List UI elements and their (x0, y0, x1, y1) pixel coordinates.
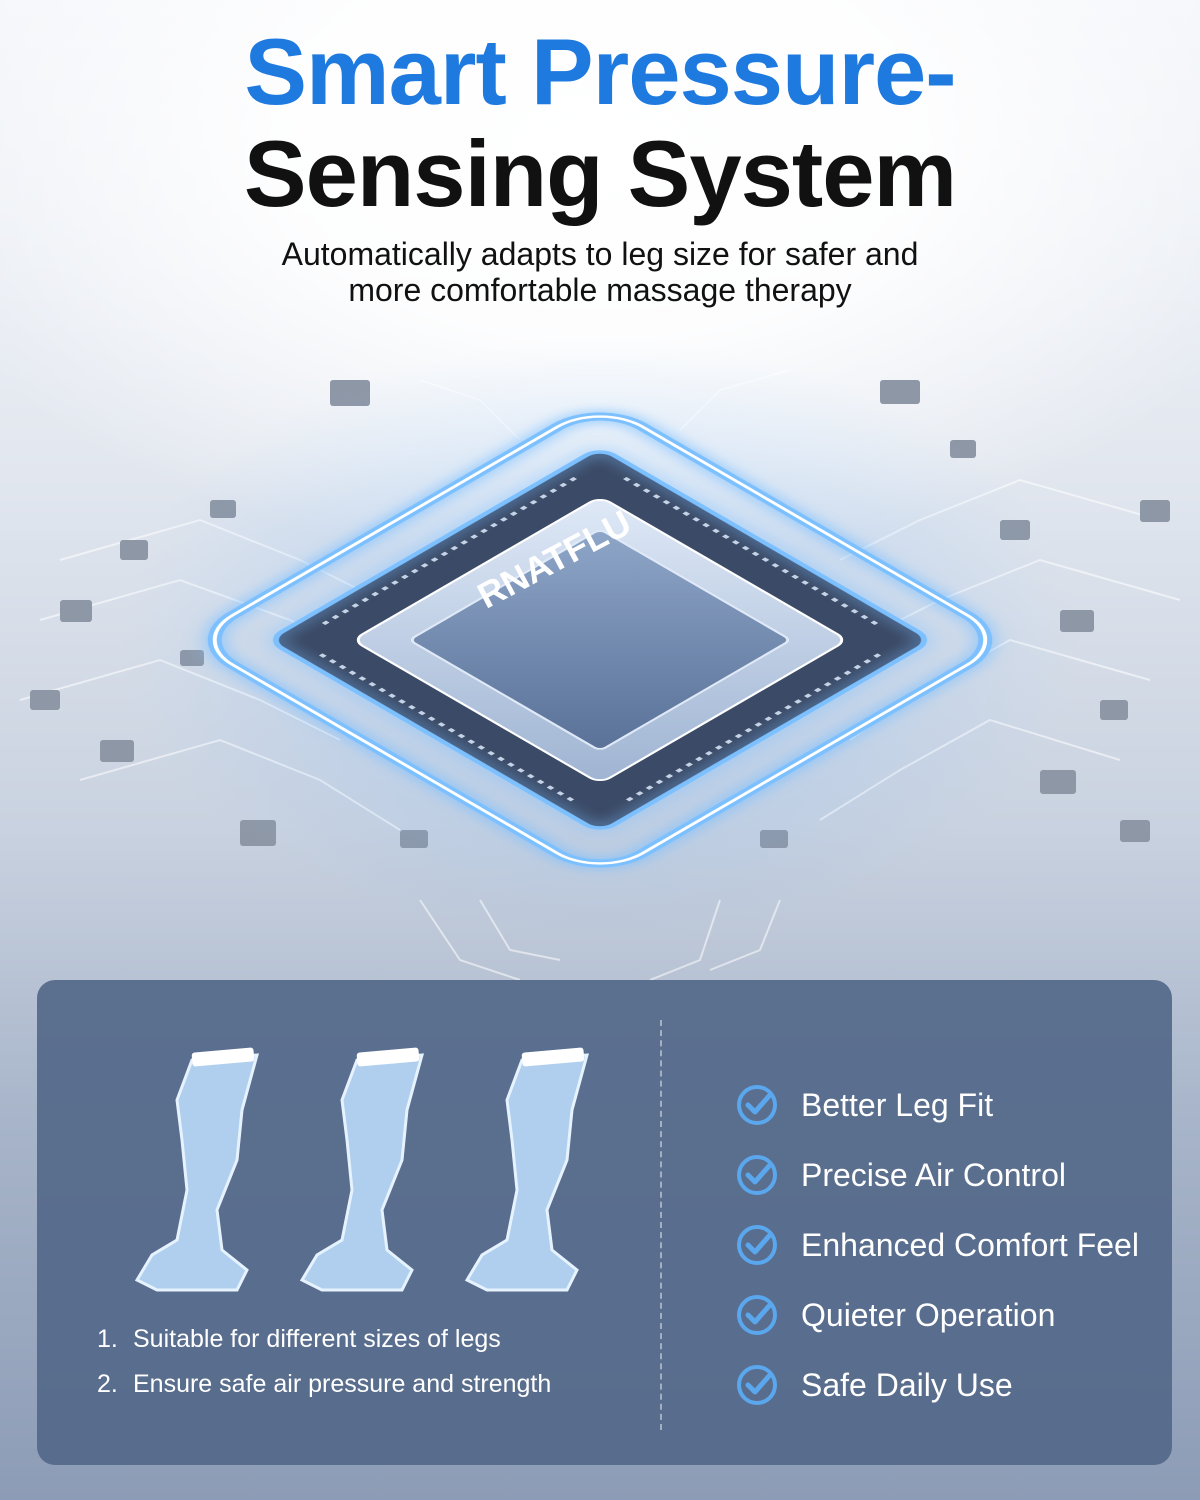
benefit-point: 1. Suitable for different sizes of legs (97, 1325, 551, 1354)
point-text: Suitable for different sizes of legs (133, 1325, 501, 1353)
leg-sleeve-2 (299, 1047, 425, 1292)
check-circle-icon (737, 1295, 777, 1335)
feature-list: Better Leg Fit Precise Air Control Enhan… (735, 1070, 1139, 1420)
feature-label: Safe Daily Use (801, 1366, 1013, 1403)
feature-item: Safe Daily Use (735, 1350, 1139, 1420)
check-circle-icon (737, 1365, 777, 1405)
subtitle-line-1: Automatically adapts to leg size for saf… (281, 236, 919, 272)
check-circle-icon (737, 1085, 777, 1125)
check-circle-icon (737, 1225, 777, 1265)
leg-sleeves-illustration (134, 1047, 590, 1292)
chip-die (410, 530, 790, 750)
check-circle-icon (737, 1155, 777, 1195)
subtitle-line-2: more comfortable massage therapy (348, 272, 852, 308)
substrate-glow (272, 450, 928, 830)
leg-sleeve-3 (464, 1047, 590, 1292)
point-text: Ensure safe air pressure and strength (133, 1370, 552, 1398)
benefit-point: 2. Ensure safe air pressure and strength (97, 1370, 551, 1399)
panel-divider (660, 1020, 662, 1430)
feature-label: Better Leg Fit (801, 1086, 994, 1123)
title-line-1: Smart Pressure- (244, 19, 956, 124)
feature-panel: 1. Suitable for different sizes of legs 2… (37, 980, 1172, 1465)
outer-ring-highlight (212, 415, 988, 865)
point-number: 1. (97, 1325, 118, 1353)
title-line-2: Sensing System (243, 121, 957, 226)
feature-label: Precise Air Control (801, 1156, 1066, 1193)
feature-label: Enhanced Comfort Feel (801, 1226, 1139, 1263)
leg-sleeve-1 (134, 1047, 260, 1292)
feature-item: Quieter Operation (735, 1280, 1139, 1350)
feature-label: Quieter Operation (801, 1296, 1056, 1333)
feature-item: Enhanced Comfort Feel (735, 1210, 1139, 1280)
feature-item: Better Leg Fit (735, 1070, 1139, 1140)
feature-item: Precise Air Control (735, 1140, 1139, 1210)
point-number: 2. (97, 1370, 118, 1398)
benefit-points: 1. Suitable for different sizes of legs 2… (97, 1325, 551, 1415)
